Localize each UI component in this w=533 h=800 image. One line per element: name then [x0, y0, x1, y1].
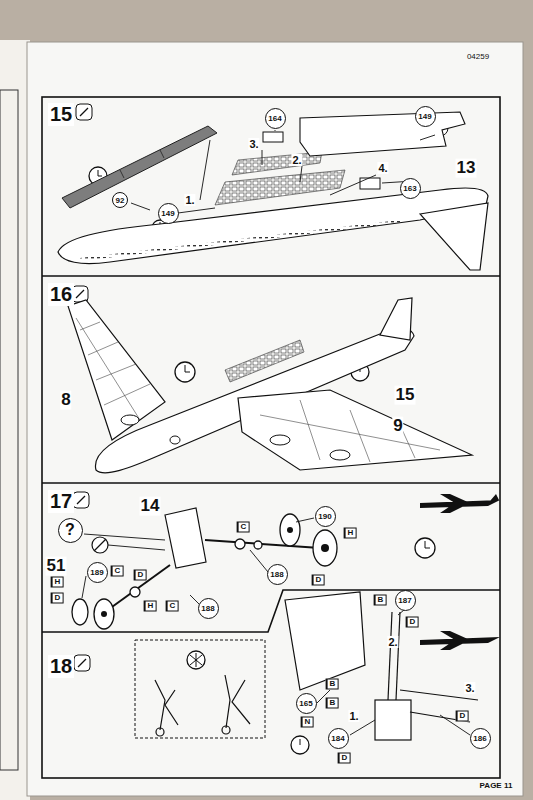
part-number-circle: 188 — [267, 564, 288, 585]
part-number-circle: 186 — [470, 728, 491, 749]
part-number-circle: 184 — [328, 728, 349, 749]
page-number: PAGE 11 — [479, 782, 514, 791]
step-panel: 15 164 149 163 92 149 — [42, 97, 500, 276]
part-number: 51 — [46, 557, 67, 576]
color-flag: C — [237, 522, 250, 533]
part-number: 188 — [201, 604, 214, 613]
part-number-circle: 189 — [87, 562, 108, 583]
part-number: 164 — [268, 114, 281, 123]
part-number: 9 — [392, 417, 403, 436]
page-code: 04259 — [466, 53, 490, 62]
color-flag: H — [344, 528, 357, 539]
part-number: 189 — [90, 568, 103, 577]
part-number-circle: ? — [58, 518, 83, 543]
part-number: 165 — [299, 699, 312, 708]
part-number-circle: 149 — [158, 203, 179, 224]
part-number: 13 — [456, 159, 477, 178]
part-number: 188 — [270, 570, 283, 579]
part-number: 92 — [116, 196, 125, 205]
color-flag: B — [326, 698, 339, 709]
color-flag: D — [312, 575, 325, 586]
color-flag: C — [111, 566, 124, 577]
part-number: 186 — [473, 734, 486, 743]
part-number: 8 — [60, 391, 71, 410]
part-number: 190 — [318, 512, 331, 521]
part-number: 149 — [418, 112, 431, 121]
part-number: 15 — [395, 386, 416, 405]
part-number-circle: 165 — [296, 693, 317, 714]
step-number: 17 — [48, 490, 74, 513]
part-number-circle: 164 — [265, 108, 286, 129]
step-order: 3. — [248, 138, 259, 150]
color-flag: H — [144, 601, 157, 612]
part-number: 187 — [398, 596, 411, 605]
step-order: 3. — [464, 682, 475, 694]
step-number: 18 — [48, 655, 74, 678]
color-flag: D — [456, 711, 469, 722]
color-flag: D — [338, 753, 351, 764]
color-flag: N — [301, 717, 314, 728]
step-number: 15 — [48, 103, 74, 126]
step-number: 16 — [48, 283, 74, 306]
color-flag: D — [406, 617, 419, 628]
part-number: 14 — [140, 497, 161, 516]
color-flag: D — [51, 593, 64, 604]
step-panel: 17 190? 189 188 188 — [42, 484, 500, 632]
step-order: 1. — [348, 710, 359, 722]
part-number-circle: 149 — [415, 106, 436, 127]
color-flag: B — [374, 595, 387, 606]
step-order: 2. — [291, 154, 302, 166]
color-flag: D — [134, 570, 147, 581]
color-flag: B — [326, 679, 339, 690]
part-number: ? — [65, 521, 75, 539]
step-order: 2. — [387, 636, 398, 648]
part-number-circle: 187 — [395, 590, 416, 611]
part-number: 149 — [161, 209, 174, 218]
step-panel: 18187165184186 — [42, 633, 500, 778]
part-number-circle: 92 — [112, 192, 128, 208]
part-number: 184 — [331, 734, 344, 743]
color-flag: H — [51, 577, 64, 588]
color-flag: C — [166, 601, 179, 612]
part-number-circle: 190 — [315, 506, 336, 527]
step-order: 1. — [184, 194, 195, 206]
part-number-circle: 163 — [400, 178, 421, 199]
step-order: 4. — [377, 162, 388, 174]
part-number: 163 — [403, 184, 416, 193]
part-number-circle: 188 — [198, 598, 219, 619]
step-panel: 16 — [42, 277, 500, 483]
